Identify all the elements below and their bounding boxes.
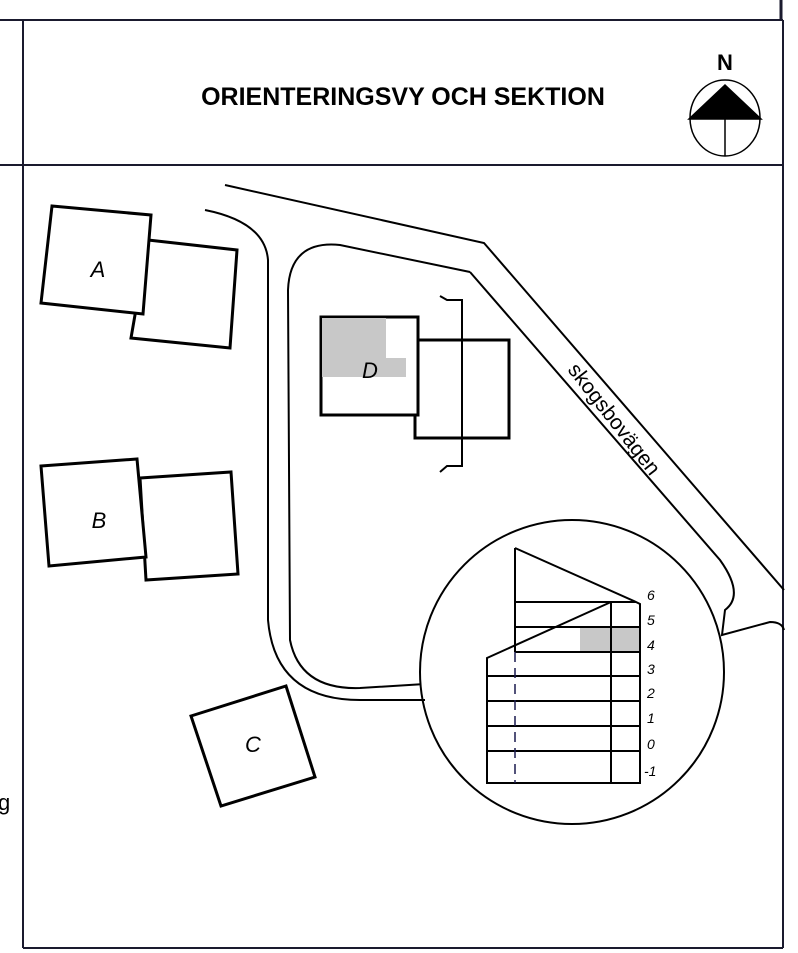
- level-label: 5: [647, 612, 655, 628]
- level-label: 4: [647, 637, 655, 653]
- level-label: 6: [647, 587, 655, 603]
- frame: [0, 0, 784, 949]
- drawing-title: ORIENTERINGSVY OCH SEKTION: [201, 83, 605, 111]
- level-label: -1: [644, 763, 656, 779]
- level-label: 0: [647, 736, 655, 752]
- building-a-label: A: [89, 257, 106, 282]
- north-arrow-icon: [687, 79, 763, 157]
- building-c-label: C: [245, 732, 261, 757]
- building-a: [39, 204, 239, 350]
- left-cut-text: g: [0, 790, 10, 815]
- building-c: [189, 684, 317, 808]
- north-label: N: [717, 50, 733, 75]
- building-b: [39, 457, 240, 582]
- level-label: 2: [646, 685, 655, 701]
- building-b-label: B: [92, 508, 107, 533]
- section-detail: 6 5 4 3 2 1 0 -1: [418, 519, 725, 825]
- road-label: skogsbovägen: [563, 359, 665, 480]
- building-d: [319, 295, 511, 473]
- level-label: 3: [647, 661, 655, 677]
- road: [204, 184, 785, 701]
- level-label: 1: [647, 710, 655, 726]
- building-d-label: D: [362, 358, 378, 383]
